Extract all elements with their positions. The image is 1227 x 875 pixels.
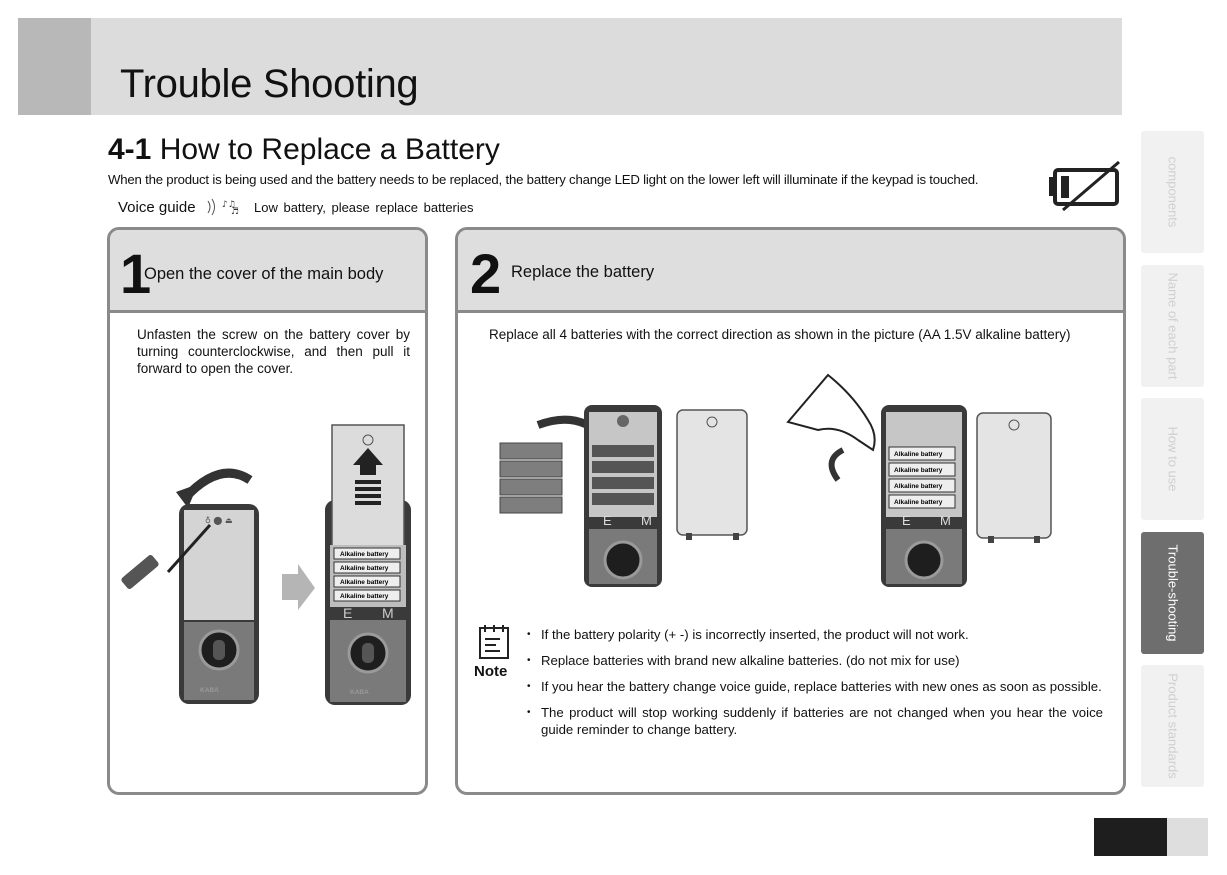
tab-label: How to use: [1165, 426, 1180, 492]
battery-label: Alkaline battery: [894, 499, 943, 506]
step1-battery-stack: Alkaline battery Alkaline battery Alkali…: [333, 547, 401, 602]
step1-panel: 1 Open the cover of the main body Unfast…: [107, 227, 428, 795]
voice-guide-label: Voice guide: [118, 199, 196, 216]
page-title: Trouble Shooting: [120, 62, 419, 106]
battery-label: Alkaline battery: [340, 579, 389, 586]
note-icon: [479, 625, 509, 659]
tab-name-of-each-part[interactable]: Name of each part: [1141, 265, 1204, 387]
tab-components[interactable]: components: [1141, 131, 1204, 253]
step1-text: Unfasten the screw on the battery cover …: [137, 327, 410, 376]
tab-label: Name of each part: [1165, 272, 1180, 380]
note-item: The product will stop working suddenly i…: [527, 704, 1103, 738]
page-marker-light: [1167, 818, 1208, 856]
marker-e: E: [343, 605, 352, 621]
tab-trouble-shooting[interactable]: Trouble-shooting: [1141, 532, 1204, 654]
step2-text: Replace all 4 batteries with the correct…: [489, 327, 1071, 342]
step2-panel: 2 Replace the battery Replace all 4 batt…: [455, 227, 1126, 795]
page-marker-dark: [1094, 818, 1167, 856]
battery-label: Alkaline battery: [340, 593, 389, 600]
note-item: If you hear the battery change voice gui…: [527, 678, 1103, 695]
step2-illustration: E M Alkaline battery Alkaline battery Al…: [499, 373, 1052, 587]
tab-label: Trouble-shooting: [1165, 544, 1180, 642]
svg-text:♁ ⬤ ⏏: ♁ ⬤ ⏏: [205, 516, 232, 525]
svg-text:♬: ♬: [231, 207, 239, 217]
step2-number: 2: [470, 242, 502, 305]
section-number: 4-1: [108, 133, 152, 166]
battery-label: Alkaline battery: [340, 551, 389, 558]
brand-mark-1: KABA: [200, 687, 219, 694]
header-accent-block: [18, 18, 91, 115]
note-label: Note: [474, 663, 508, 680]
section-intro: When the product is being used and the b…: [108, 172, 979, 187]
note-list: If the battery polarity (+ -) is incorre…: [527, 626, 1103, 747]
step1-header: [110, 230, 425, 313]
marker-m: M: [641, 513, 652, 528]
marker-m: M: [382, 605, 394, 621]
battery-label: Alkaline battery: [894, 483, 943, 490]
loose-batteries: [499, 442, 563, 514]
voice-guide-message: Low battery, please replace batteries: [254, 200, 474, 215]
tab-label: Product standards: [1165, 673, 1180, 779]
step1-number: 1: [120, 242, 152, 305]
section-title: How to Replace a Battery: [159, 133, 500, 166]
section-heading: 4-1 How to Replace a Battery: [108, 133, 500, 167]
tab-label: components: [1165, 156, 1180, 228]
tab-product-standards[interactable]: Product standards: [1141, 665, 1204, 787]
marker-m: M: [940, 513, 951, 528]
step1-illustration: ♁ ⬤ ⏏ KABA Alkaline battery Alkaline bat…: [121, 424, 411, 705]
battery-label: Alkaline battery: [894, 451, 943, 458]
battery-label: Alkaline battery: [894, 467, 943, 474]
tab-how-to-use[interactable]: How to use: [1141, 398, 1204, 520]
header-band: [18, 18, 1122, 115]
step1-title: Open the cover of the main body: [144, 265, 384, 283]
low-battery-icon: [1049, 160, 1120, 212]
battery-label: Alkaline battery: [340, 565, 389, 572]
note-item: If the battery polarity (+ -) is incorre…: [527, 626, 1103, 643]
marker-e: E: [603, 513, 612, 528]
step2-title: Replace the battery: [511, 263, 655, 281]
step2-header: [458, 230, 1123, 313]
svg-text:♪♫: ♪♫: [222, 200, 236, 210]
brand-mark-2: KABA: [350, 689, 369, 696]
step2-battery-stack: Alkaline battery Alkaline battery Alkali…: [888, 446, 956, 509]
voice-sound-icon: ♪♫ ♬: [207, 198, 239, 217]
marker-e: E: [902, 513, 911, 528]
note-item: Replace batteries with brand new alkalin…: [527, 652, 1103, 669]
